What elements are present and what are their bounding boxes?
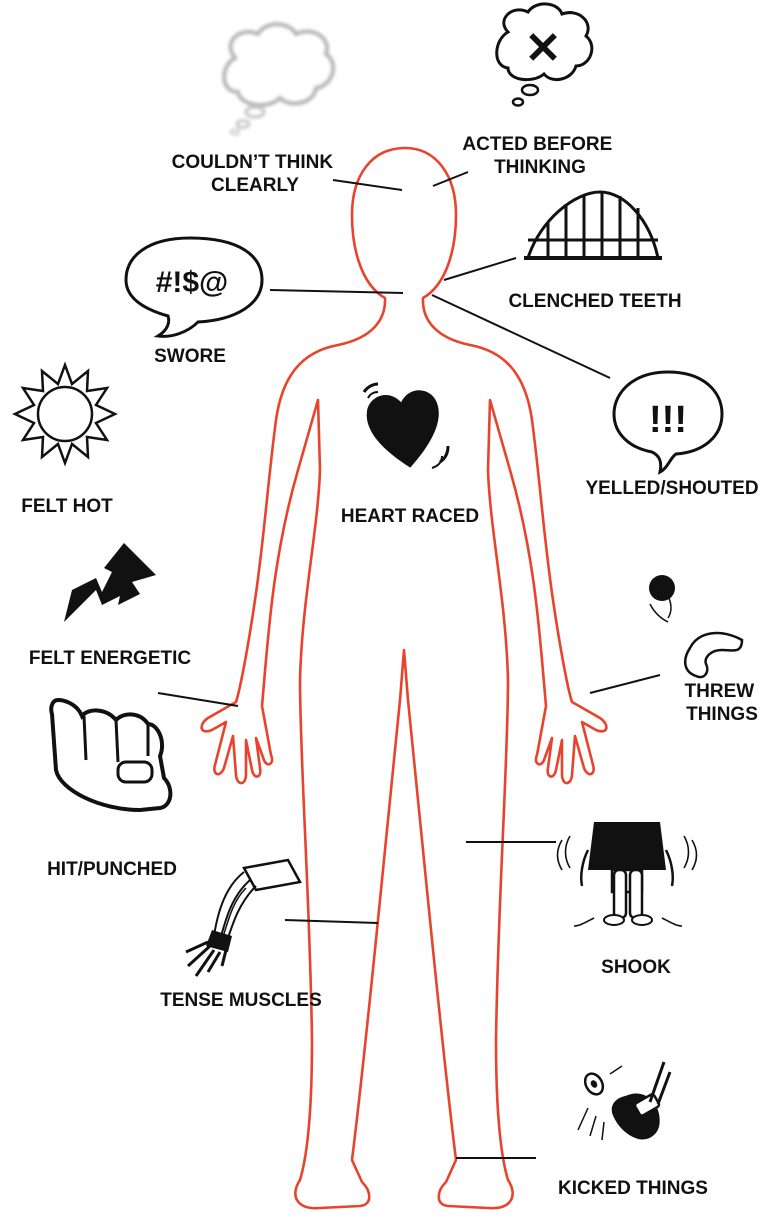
label-kicked-things: KICKED THINGS [558, 1178, 708, 1199]
yell-symbols: !!! [649, 399, 687, 441]
thought-cloud-x-icon: ✕ [497, 4, 592, 106]
swear-bubble-icon: #!$@ [126, 238, 262, 336]
label-shook: SHOOK [601, 957, 671, 978]
label-heart-raced: HEART RACED [341, 506, 479, 527]
thought-cloud-blurry-icon [224, 24, 333, 134]
sun-icon [15, 365, 115, 463]
label-yelled: YELLED/SHOUTED [585, 478, 758, 499]
label-tense-muscles: TENSE MUSCLES [160, 990, 322, 1011]
fist-icon [51, 700, 170, 810]
swear-symbols: #!$@ [156, 266, 229, 299]
yell-bubble-icon: !!! [614, 372, 722, 472]
label-acted-before-thinking: ACTED BEFORE THINKING [462, 134, 617, 178]
cross-symbol: ✕ [525, 24, 562, 73]
label-threw-things: THREW THINGS [685, 681, 760, 725]
heart-icon [364, 384, 448, 473]
label-swore: SWORE [154, 346, 226, 367]
shaking-figure-icon [558, 822, 697, 926]
label-clenched-teeth: CLENCHED TEETH [508, 291, 681, 312]
label-felt-energetic: FELT ENERGETIC [29, 648, 191, 669]
teeth-icon [524, 192, 662, 258]
kick-icon [578, 1062, 670, 1142]
muscle-icon [186, 860, 300, 976]
label-hit-punched: HIT/PUNCHED [47, 859, 177, 880]
label-couldnt-think: COULDN’T THINK CLEARLY [172, 152, 339, 196]
label-felt-hot: FELT HOT [21, 496, 113, 517]
lightning-icon [64, 543, 156, 622]
ball-throw-icon [649, 575, 742, 677]
